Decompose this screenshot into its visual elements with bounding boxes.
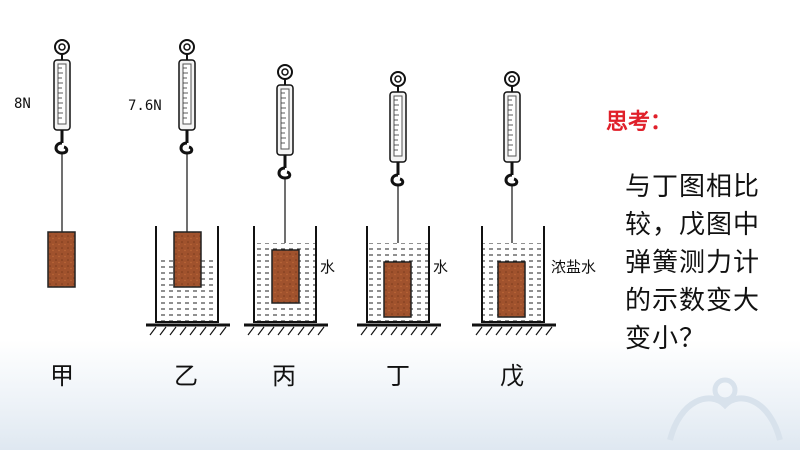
spring-scale-icon — [388, 70, 408, 187]
background-band — [0, 340, 800, 450]
reading-yi: 7.6N — [128, 98, 162, 114]
wooden-block-icon — [497, 261, 526, 318]
liquid-label-bing: 水 — [320, 258, 336, 276]
figure-bing — [244, 63, 328, 336]
beaker-icon — [366, 226, 430, 323]
wooden-block-icon — [47, 231, 76, 288]
watermark-icon — [667, 377, 783, 441]
figure-ding — [357, 70, 441, 336]
spring-scale-icon — [177, 38, 197, 155]
figure-jia — [47, 38, 76, 288]
figure-wu — [472, 70, 556, 336]
figure-yi — [146, 38, 230, 336]
liquid-label-ding: 水 — [433, 258, 449, 276]
figure-label-yi: 乙 — [174, 362, 198, 390]
figure-label-bing: 丙 — [272, 362, 296, 390]
wooden-block-icon — [173, 231, 202, 288]
spring-scale-icon — [502, 70, 522, 187]
think-title: 思考： — [606, 110, 673, 135]
figure-label-jia: 甲 — [50, 362, 74, 390]
figure-label-ding: 丁 — [386, 362, 410, 390]
beaker-icon — [155, 226, 219, 323]
liquid-label-wu: 浓盐水 — [551, 258, 597, 276]
wooden-block-icon — [383, 261, 412, 318]
reading-jia: 8N — [14, 96, 31, 112]
beaker-icon — [481, 226, 545, 323]
wooden-block-icon — [271, 249, 300, 304]
spring-scale-icon — [52, 38, 72, 155]
beaker-icon — [253, 226, 317, 323]
spring-scale-icon — [275, 63, 295, 180]
question-text: 与丁图相比较，戊图中弹簧测力计的示数变大变小？ — [625, 172, 761, 354]
figure-label-wu: 戊 — [500, 362, 524, 390]
